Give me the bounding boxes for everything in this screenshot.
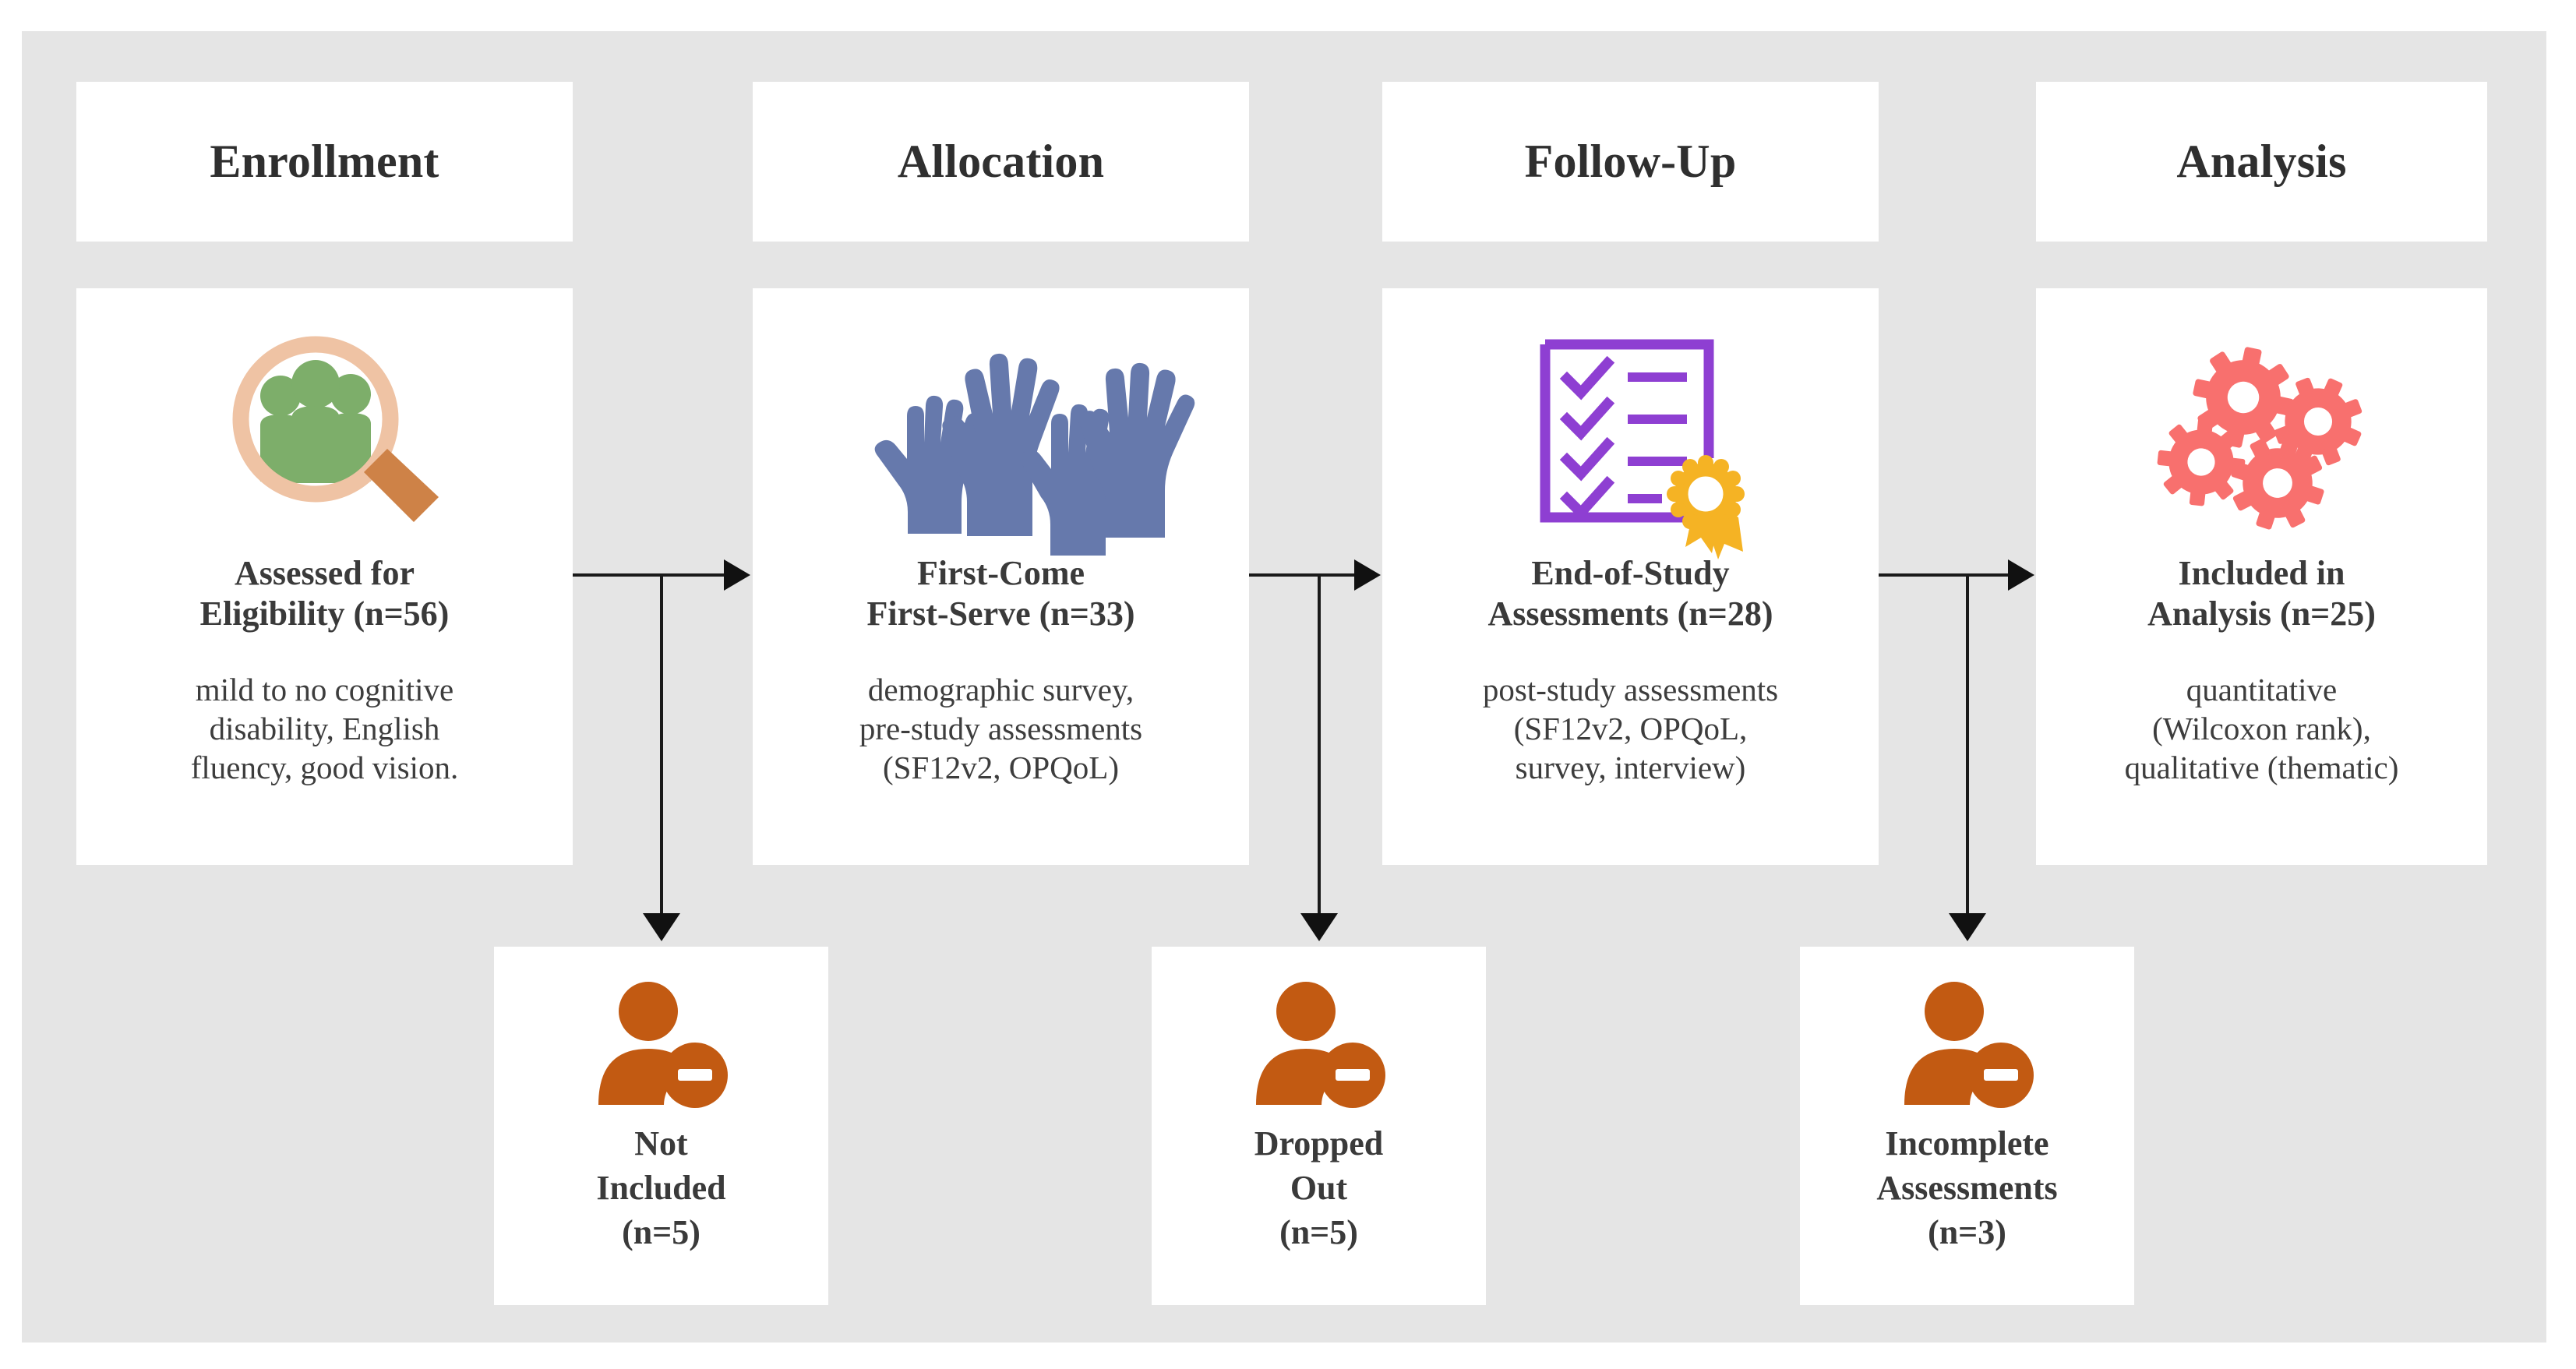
exclusion-label: Dropped Out (n=5) [1254, 1124, 1384, 1252]
exclusion-label: Incomplete Assessments (n=3) [1876, 1124, 2058, 1252]
exclusion-label: Not Included (n=5) [596, 1124, 726, 1252]
stage-description: quantitative (Wilcoxon rank), qualitativ… [2124, 671, 2399, 785]
branch-line-incomplete-assessments [1966, 573, 1969, 916]
gears-icon [2047, 302, 2476, 542]
phase-header-label: Follow-Up [1524, 136, 1737, 187]
stage-description: mild to no cognitive disability, English… [190, 671, 459, 785]
magnifier-people-icon [87, 302, 562, 536]
stage-title: First-Come First-Serve (n=33) [866, 554, 1135, 633]
raised-hands-icon [764, 302, 1238, 556]
phase-header-analysis: Analysis [2036, 82, 2487, 242]
stage-card-included-in-analysis: Included in Analysis (n=25) quantitative… [2036, 288, 2487, 865]
checklist-award-icon [1393, 302, 1868, 559]
branch-arrow-not-included [643, 913, 680, 941]
stage-title: Assessed for Eligibility (n=56) [199, 554, 450, 633]
stage-card-assessed-eligibility: Assessed for Eligibility (n=56) mild to … [76, 288, 573, 865]
exclusion-card-incomplete-assessments: Incomplete Assessments (n=3) [1800, 947, 2134, 1305]
person-minus-icon [1893, 978, 2041, 1110]
phase-header-label: Analysis [2176, 136, 2347, 187]
phase-header-label: Allocation [897, 136, 1105, 187]
exclusion-card-dropped-out: Dropped Out (n=5) [1152, 947, 1486, 1305]
stage-title: End-of-Study Assessments (n=28) [1487, 554, 1773, 633]
branch-arrow-incomplete-assessments [1949, 913, 1986, 941]
phase-header-label: Enrollment [210, 136, 439, 187]
phase-header-follow-up: Follow-Up [1382, 82, 1879, 242]
person-minus-icon [588, 978, 736, 1110]
stage-description: post-study assessments (SF12v2, OPQoL, s… [1482, 671, 1779, 785]
phase-header-allocation: Allocation [753, 82, 1249, 242]
stage-card-first-come-first-serve: First-Come First-Serve (n=33) demographi… [753, 288, 1249, 865]
branch-line-not-included [660, 573, 663, 916]
stage-description: demographic survey, pre-study assessment… [859, 671, 1143, 785]
stage-card-end-of-study-assessments: End-of-Study Assessments (n=28) post-stu… [1382, 288, 1879, 865]
person-minus-icon [1245, 978, 1393, 1110]
branch-line-dropped-out [1318, 573, 1321, 916]
phase-header-enrollment: Enrollment [76, 82, 573, 242]
stage-title: Included in Analysis (n=25) [2147, 554, 2376, 633]
branch-arrow-dropped-out [1300, 913, 1338, 941]
exclusion-card-not-included: Not Included (n=5) [494, 947, 828, 1305]
